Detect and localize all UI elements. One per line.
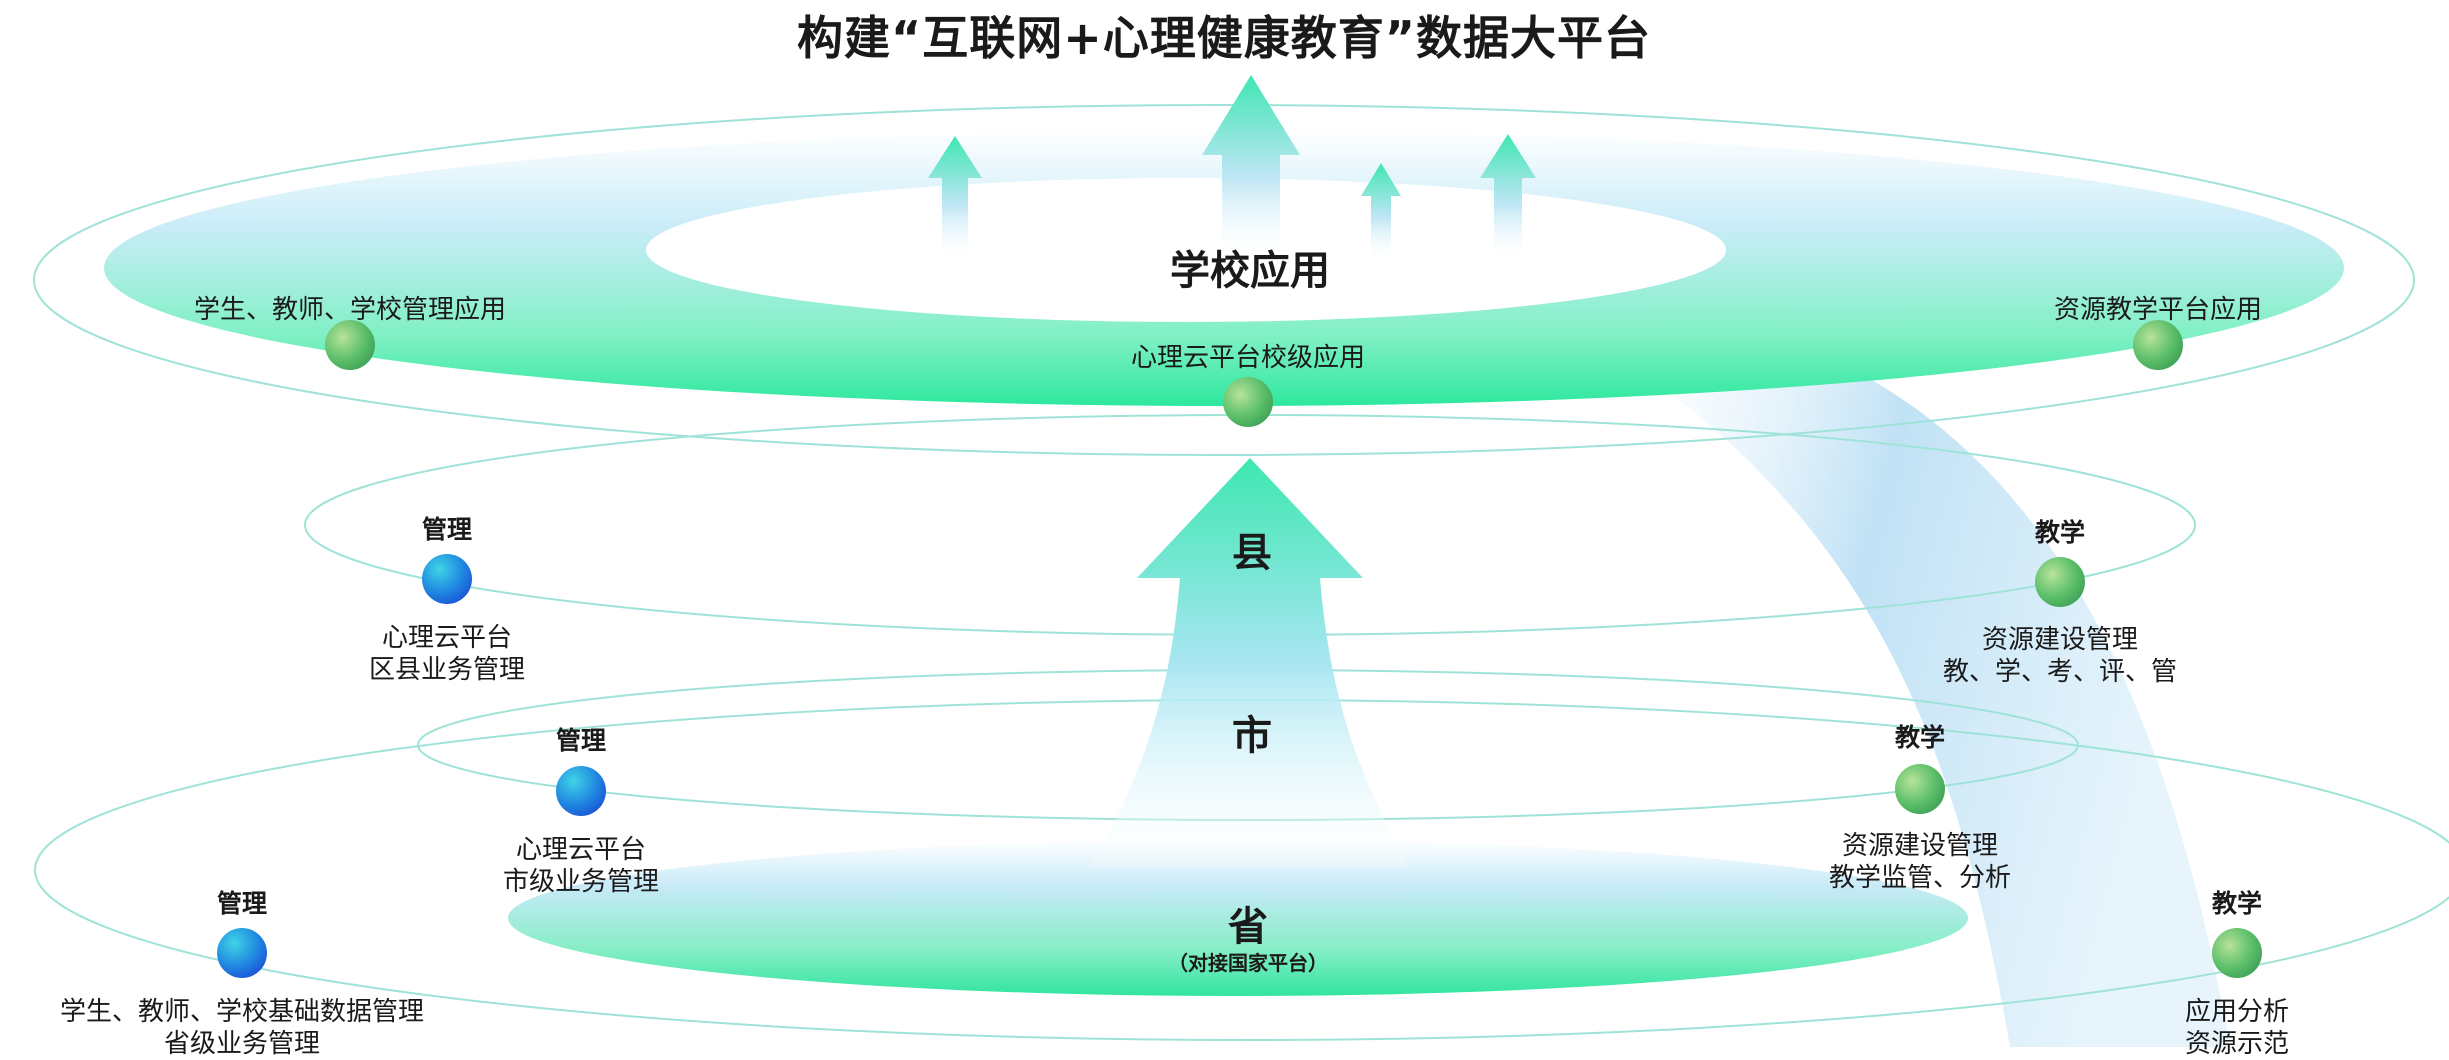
province-teach-title: 教学 [2211, 889, 2263, 918]
node-school-left [325, 320, 375, 370]
page-title: 构建“互联网+心理健康教育”数据大平台 [796, 11, 1652, 65]
city-teach-title: 教学 [1894, 723, 1946, 752]
county-teach-line-1: 资源建设管理 [1981, 625, 2139, 655]
province-manage-line-2: 省级业务管理 [163, 1029, 321, 1059]
node-city-teach [1895, 764, 1945, 814]
county-teach-title: 教学 [2034, 518, 2086, 547]
province-manage-line-1: 学生、教师、学校基础数据管理 [59, 997, 425, 1027]
city-teach-line-2: 教学监管、分析 [1828, 863, 2012, 893]
school-right-app: 资源教学平台应用 [2053, 295, 2263, 325]
up-arrow-1 [928, 136, 982, 262]
node-province-manage [217, 928, 267, 978]
county-manage-title: 管理 [421, 515, 473, 544]
city-manage-line-1: 心理云平台 [515, 835, 647, 865]
county-manage-text: 心理云平台 区县业务管理 [369, 622, 525, 686]
up-arrow-3 [1361, 163, 1401, 262]
province-teach-line-2: 资源示范 [2184, 1029, 2290, 1059]
province-platform [508, 840, 1968, 996]
city-manage-line-2: 市级业务管理 [502, 867, 660, 897]
school-inner-disc [646, 178, 1726, 322]
province-sub: （对接国家平台） [1168, 951, 1328, 975]
province-teach-text: 应用分析 资源示范 [2185, 996, 2289, 1060]
county-manage-line-1: 心理云平台 [381, 623, 513, 653]
node-city-manage [556, 766, 606, 816]
county-manage-line-2: 区县业务管理 [368, 655, 526, 685]
main-arrow [1090, 458, 1410, 868]
school-center-app: 心理云平台校级应用 [1130, 343, 1366, 373]
county-label: 县 [1232, 530, 1272, 576]
school-outer-ring [33, 104, 2415, 456]
node-county-teach [2035, 557, 2085, 607]
sweep-band [1580, 290, 2230, 1047]
up-arrow-2 [1202, 75, 1300, 262]
city-label: 市 [1232, 713, 1272, 759]
province-teach-line-1: 应用分析 [2184, 997, 2290, 1027]
province-label: 省 [1228, 904, 1268, 950]
school-left-app: 学生、教师、学校管理应用 [193, 295, 507, 325]
province-manage-text: 学生、教师、学校基础数据管理 省级业务管理 [60, 996, 424, 1060]
school-label: 学校应用 [1170, 248, 1330, 294]
city-teach-text: 资源建设管理 教学监管、分析 [1829, 830, 2011, 894]
city-teach-line-1: 资源建设管理 [1841, 831, 1999, 861]
county-teach-line-2: 教、学、考、评、管 [1942, 657, 2178, 687]
city-manage-text: 心理云平台 市级业务管理 [503, 834, 659, 898]
node-county-manage [422, 554, 472, 604]
node-school-center [1223, 377, 1273, 427]
node-school-right [2133, 320, 2183, 370]
province-manage-title: 管理 [216, 889, 268, 918]
county-teach-text: 资源建设管理 教、学、考、评、管 [1943, 624, 2177, 688]
node-province-teach [2212, 928, 2262, 978]
city-manage-title: 管理 [555, 726, 607, 755]
up-arrow-4 [1480, 134, 1536, 262]
